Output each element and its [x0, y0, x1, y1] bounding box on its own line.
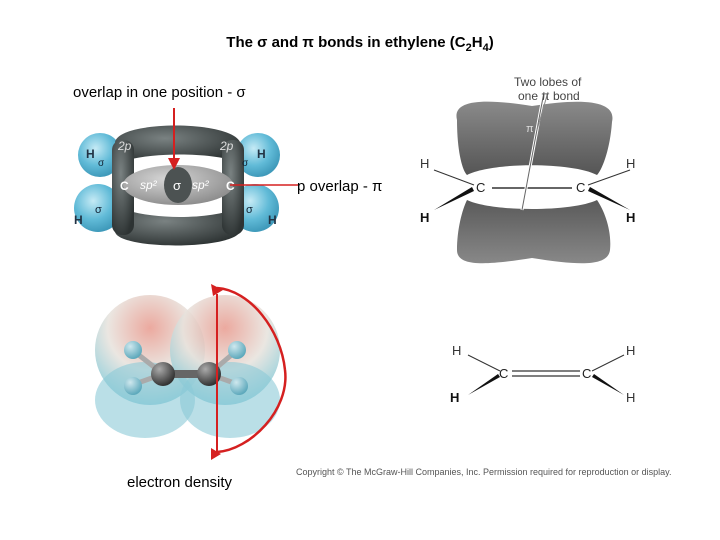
annotation-pointer — [536, 91, 549, 131]
hydrogen-label: H — [626, 390, 635, 405]
electron-density-map — [95, 284, 287, 460]
sigma-h-label: σ — [98, 158, 105, 169]
bond-line — [587, 169, 631, 186]
p-orbital-right — [222, 140, 244, 235]
page-title: The σ and π bonds in ethylene (C2H4) — [226, 34, 494, 54]
hydrogen-label: H — [268, 213, 277, 227]
wedge-bond — [592, 374, 624, 395]
carbon-ball — [151, 362, 175, 386]
carbon-right-label: C — [226, 179, 235, 193]
copyright-notice: Copyright © The McGraw-Hill Companies, I… — [296, 467, 672, 477]
sigma-h-label: σ — [242, 158, 249, 169]
lobes-annotation-line2: one π bond — [518, 89, 580, 103]
hydrogen-label: H — [420, 156, 429, 171]
hydrogen-label: H — [257, 147, 266, 161]
arrow-head-icon — [211, 284, 223, 296]
hydrogen-label: H — [626, 343, 635, 358]
p-orbital-left — [112, 140, 134, 235]
wedge-bond — [434, 187, 474, 210]
sigma-overlap-core — [164, 167, 192, 203]
hydrogen-label: H — [420, 210, 429, 225]
carbon-right-label: C — [582, 366, 591, 381]
hydrogen-ball — [124, 341, 142, 359]
lobes-annotation-line1: Two lobes of — [514, 75, 582, 89]
sp2-right-label: sp² — [192, 178, 210, 192]
hydrogen-ball — [230, 377, 248, 395]
ethylene-structure: C C H H H H — [450, 343, 635, 405]
pi-overlap-label: p overlap - π — [297, 178, 383, 195]
pi-lobe-bottom — [115, 208, 240, 246]
sigma-center-label: σ — [173, 178, 181, 193]
sigma-overlap-label: overlap in one position - σ — [73, 84, 246, 101]
arrow-head-icon — [211, 448, 221, 460]
hydrogen-ball — [124, 377, 142, 395]
sigma-h-label: σ — [246, 204, 253, 216]
hydrogen-label: H — [74, 213, 83, 227]
pi-lobe-top — [115, 125, 240, 162]
hydrogen-sphere — [78, 133, 122, 177]
arrow-head-icon — [168, 158, 180, 170]
density-curved-arrow — [216, 286, 287, 454]
pi-lobes-diagram: Two lobes of one π bond π C C H H H H — [420, 75, 635, 264]
p-orbital-right-label: 2p — [219, 139, 234, 153]
hydrogen-label: H — [626, 156, 635, 171]
annotation-pointer — [521, 91, 545, 211]
orbital-model-diagram: 2p 2p sp² sp² σ σ σ σ σ C C H H H H — [74, 108, 298, 246]
carbon-left-label: C — [120, 179, 129, 193]
bond-line — [467, 354, 501, 372]
electron-density-label: electron density — [127, 474, 233, 491]
carbon-ball — [197, 362, 221, 386]
carbon-left-label: C — [476, 180, 485, 195]
carbon-right-label: C — [576, 180, 585, 195]
wedge-bond — [588, 187, 630, 210]
p-orbital-left-label: 2p — [117, 139, 132, 153]
pi-symbol-label: π — [526, 123, 534, 135]
hydrogen-ball — [228, 341, 246, 359]
hydrogen-sphere — [74, 184, 122, 232]
carbon-left-label: C — [499, 366, 508, 381]
bond-line — [433, 169, 475, 186]
sp2-left-label: sp² — [140, 178, 158, 192]
pi-lobe-bottom — [457, 200, 611, 264]
hydrogen-label: H — [452, 343, 461, 358]
hydrogen-label: H — [626, 210, 635, 225]
hydrogen-sphere — [236, 133, 280, 177]
bond-line — [591, 354, 625, 372]
wedge-bond — [468, 374, 500, 395]
hydrogen-label: H — [450, 390, 459, 405]
sigma-h-label: σ — [95, 204, 102, 216]
hydrogen-label: H — [86, 147, 95, 161]
